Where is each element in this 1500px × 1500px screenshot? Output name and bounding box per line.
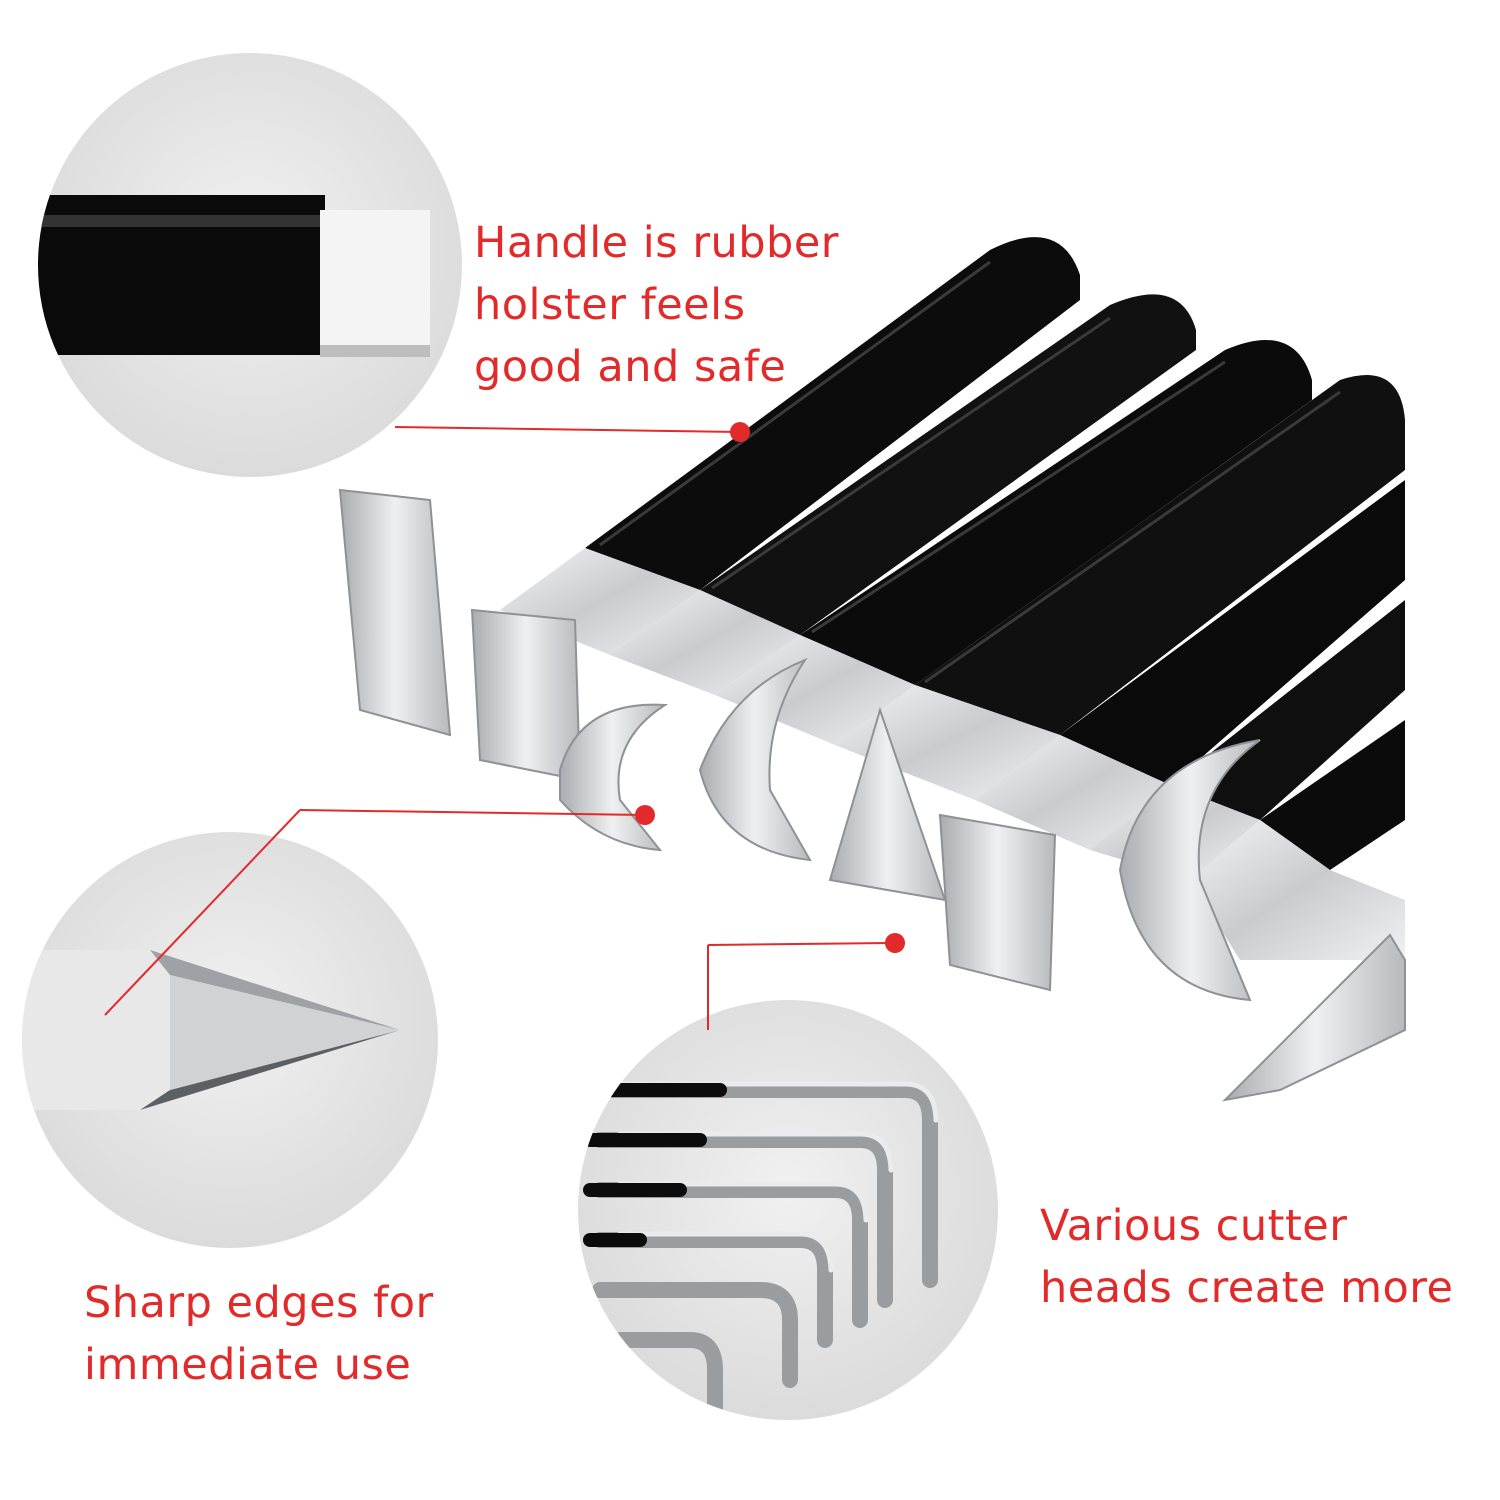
callout-cutters <box>707 933 905 1030</box>
caption-sharp-line-2: immediate use <box>84 1340 412 1390</box>
callout-edge <box>104 805 655 1016</box>
zoom-circle-edge <box>22 832 438 1248</box>
caption-handle-line-1: Handle is rubber <box>474 218 839 268</box>
zoom-circle-handle <box>38 53 462 477</box>
caption-various-line-1: Various cutter <box>1040 1201 1348 1251</box>
caption-handle-line-2: holster feels <box>474 280 746 330</box>
callout-handle <box>394 422 750 442</box>
caption-cutter-heads: Various cutter heads create more <box>1040 1195 1453 1319</box>
caption-various-line-2: heads create more <box>1040 1263 1454 1313</box>
caption-sharp-edges: Sharp edges for immediate use <box>84 1272 434 1396</box>
caption-handle-line-3: good and safe <box>474 342 787 392</box>
caption-handle: Handle is rubber holster feels good and … <box>474 212 839 398</box>
knife-set-photo <box>338 237 1406 1102</box>
zoom-circle-cutters <box>578 1000 998 1420</box>
caption-sharp-line-1: Sharp edges for <box>84 1278 434 1328</box>
